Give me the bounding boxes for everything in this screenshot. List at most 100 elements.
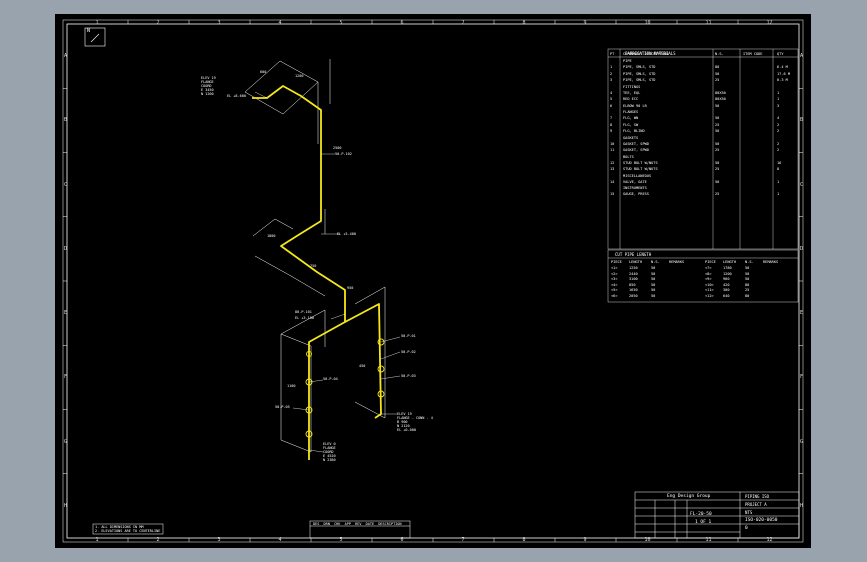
bom-qty-4-0: 16	[777, 160, 782, 165]
zone-bottom-9: 9	[583, 537, 587, 543]
callout-4: 50-P-04	[323, 377, 338, 381]
bom-qty-3-0: 2	[777, 141, 780, 146]
bom-section-6: INSTRUMENTS	[623, 186, 647, 190]
cut-list-title: CUT PIPE LENGTH	[615, 252, 652, 257]
bom-desc-5-0: VALVE, GATE	[623, 179, 647, 184]
top-coord: EL +8.600	[227, 94, 246, 98]
bom-pt-1-2: 6	[610, 103, 613, 108]
cut-cell-0-6: 50	[745, 266, 750, 270]
cut-cell-2-6: 50	[745, 277, 750, 281]
bom-desc-1-0: TEE, EQL	[623, 90, 641, 95]
bom-ns-4-1: 25	[715, 167, 720, 171]
line-tag-b: 50-P-102	[335, 152, 352, 156]
bom-desc-4-1: STUD BOLT W/NUTS	[623, 167, 658, 171]
bom-header-2: N.S.	[715, 52, 724, 56]
zone-top-10: 10	[644, 20, 651, 26]
cut-header-7: REMARKS	[763, 260, 779, 264]
cut-header-0: PIECE	[611, 260, 622, 264]
cut-cell-3-6: 80	[745, 282, 750, 287]
bom-desc-1-2: ELBOW 90 LR	[623, 103, 647, 108]
zone-top-6: 6	[400, 20, 404, 26]
zone-top-9: 9	[583, 20, 587, 26]
cut-cell-4-4: <11>	[705, 288, 714, 292]
cut-cell-3-2: 50	[651, 282, 656, 287]
bom-ns-2-1: 25	[715, 122, 720, 127]
zone-left-E: E	[64, 310, 68, 317]
zone-bottom-8: 8	[522, 537, 526, 543]
zone-top-1: 1	[95, 20, 99, 26]
bom-header-4: QTY	[777, 52, 784, 56]
bom-pt-6-0: 15	[610, 192, 615, 196]
bom-qty-0-2: 0.3 M	[777, 78, 788, 82]
cut-cell-5-2: 50	[651, 293, 656, 298]
bom-desc-2-1: FLG, SW	[623, 122, 639, 127]
cut-cell-5-4: <12>	[705, 293, 714, 298]
cut-cell-0-5: 1780	[723, 266, 732, 270]
dim-6: 950	[347, 286, 354, 290]
bom-pt-0-1: 2	[610, 71, 613, 76]
title-company: Eng Design Group	[667, 494, 711, 499]
cut-cell-0-0: <1>	[611, 266, 618, 270]
notes-left: 1. ALL DIMENSIONS IN MM 2. ELEVATIONS AR…	[95, 525, 161, 533]
zone-right-A: A	[800, 53, 804, 60]
title-drawing: PIPING ISO	[745, 494, 770, 499]
bom-qty-1-1: 1	[777, 97, 780, 101]
bom-ns-4-0: 50	[715, 160, 720, 165]
cut-cell-1-0: <2>	[611, 271, 618, 276]
bom-desc-1-1: RED ECC	[623, 97, 639, 101]
bom-ns-1-1: 80X50	[715, 97, 726, 101]
cut-cell-3-0: <4>	[611, 282, 618, 287]
zone-top-11: 11	[705, 20, 712, 26]
zone-bottom-12: 12	[766, 537, 773, 543]
bom-desc-3-1: GASKET, SPWD	[623, 148, 649, 152]
bom-desc-0-1: PIPE, SMLS, STD	[623, 71, 656, 76]
bom-pt-3-1: 11	[610, 148, 615, 152]
zone-bottom-6: 6	[400, 537, 404, 543]
bom-header-0: PT	[610, 52, 615, 56]
bom-pt-2-0: 7	[610, 116, 613, 120]
cut-cell-0-4: <7>	[705, 266, 712, 270]
bom-ns-1-2: 50	[715, 103, 720, 108]
bom-qty-1-2: 3	[777, 103, 780, 108]
cut-cell-5-5: 640	[723, 293, 730, 298]
callout-5: 50-P-05	[275, 405, 290, 409]
cut-cell-4-1: 1650	[629, 288, 638, 292]
bottom-end-tag: ELEV 0 FLANGE COORD E 4520 N 2380	[323, 442, 336, 462]
dim-5: 750	[310, 264, 317, 268]
cut-cell-1-2: 50	[651, 271, 656, 276]
bom-ns-2-0: 50	[715, 116, 720, 120]
cut-cell-4-6: 25	[745, 288, 750, 292]
north-arrow-label: N	[87, 28, 91, 34]
zone-bottom-1: 1	[95, 537, 99, 543]
cut-cell-0-2: 50	[651, 266, 656, 270]
cut-header-3: REMARKS	[669, 260, 685, 264]
bom-qty-6-0: 1	[777, 192, 780, 196]
zone-top-7: 7	[461, 20, 465, 26]
title-dwg-no: ISO-020-0050	[745, 518, 778, 523]
low-coord: EL +3.100	[295, 316, 314, 320]
bom-qty-2-0: 4	[777, 116, 780, 120]
dim-4: 1800	[267, 234, 276, 238]
bom-pt-3-0: 10	[610, 141, 615, 146]
bom-pt-1-0: 4	[610, 90, 613, 95]
zone-right-F: F	[800, 374, 804, 381]
cut-cell-3-4: <10>	[705, 282, 714, 287]
bom-desc-2-0: FLG, WN	[623, 116, 639, 120]
cut-cell-5-0: <6>	[611, 293, 618, 298]
bom-ns-0-1: 50	[715, 71, 720, 76]
bom-pt-4-1: 13	[610, 167, 615, 171]
bom-desc-3-0: GASKET, SPWD	[623, 141, 649, 146]
cut-cell-3-5: 420	[723, 282, 730, 287]
drawing-svg	[62, 19, 804, 543]
cut-header-1: LENGTH	[629, 260, 642, 264]
bom-ns-3-1: 25	[715, 148, 720, 152]
bom-qty-2-2: 2	[777, 129, 780, 133]
cut-cell-1-6: 50	[745, 271, 750, 276]
title-line-no: FL-20-50	[690, 512, 712, 517]
drawing-canvas: N ELEV 19 FLANGE COORD E 3450 N 1200 EL …	[55, 14, 811, 548]
dim-8: 450	[359, 364, 366, 368]
bom-header-1: COMPONENT DESCRIPTION	[623, 52, 669, 56]
bom-title: FABRICATION MATERIALS	[625, 51, 676, 56]
bom-qty-2-1: 2	[777, 122, 780, 127]
zone-right-D: D	[800, 245, 804, 252]
